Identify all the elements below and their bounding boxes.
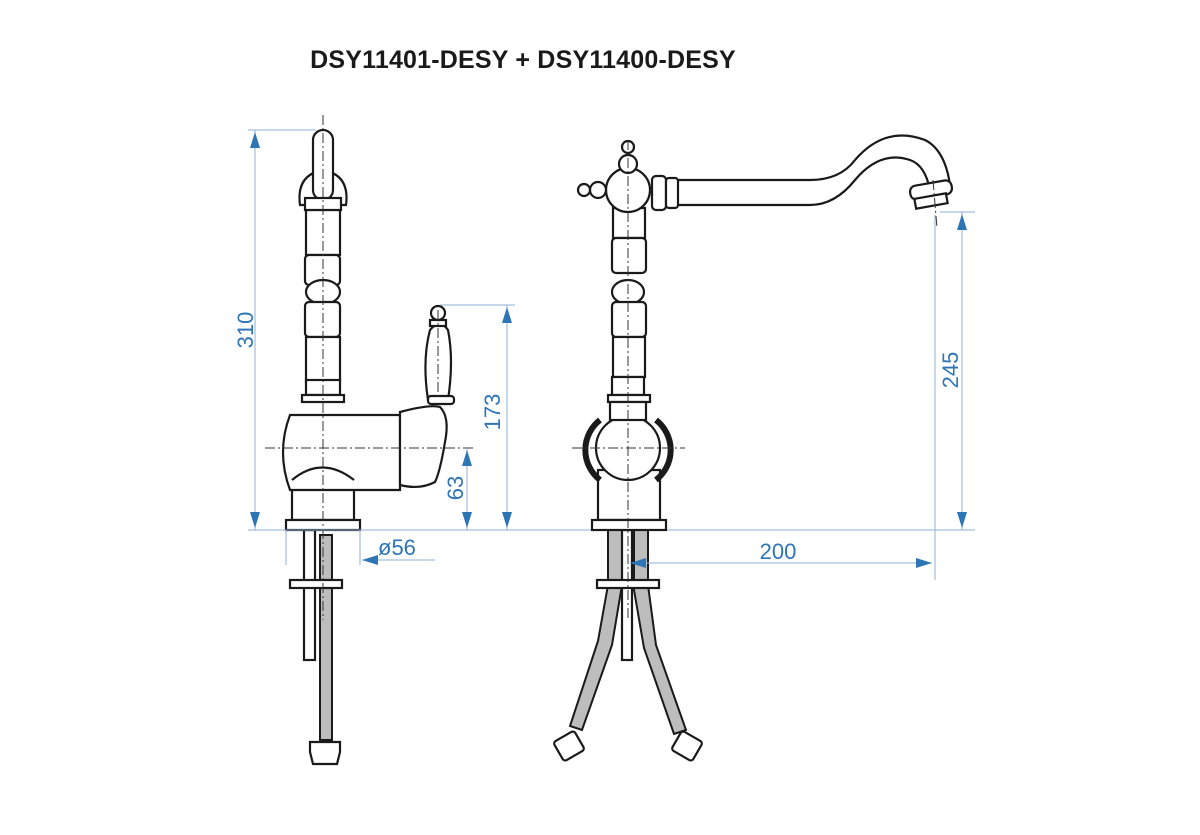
dim-200: 200 <box>760 539 797 564</box>
hose-nut-left <box>553 730 585 762</box>
dim-173: 173 <box>480 394 505 431</box>
hose-nut-right <box>671 730 703 762</box>
base-plate <box>590 518 668 532</box>
dim-diameter-56: ø56 <box>378 535 416 560</box>
side-knob <box>588 180 608 200</box>
handle-base <box>398 405 448 489</box>
flex-hose <box>319 534 333 741</box>
right-faucet-front-view <box>553 134 954 762</box>
hose-nut <box>308 740 342 766</box>
dim-310: 310 <box>233 312 258 349</box>
left-faucet-side-view <box>265 115 475 766</box>
spout <box>673 134 952 207</box>
flex-hose-left <box>568 529 623 732</box>
threaded-rod <box>302 528 317 662</box>
threaded-rod <box>620 528 634 662</box>
right-dimensions: 245 200 <box>630 211 975 580</box>
dim-63: 63 <box>443 476 468 500</box>
mounting-washer <box>288 578 344 590</box>
drawing-title: DSY11401-DESY + DSY11400-DESY <box>310 46 736 74</box>
dim-245: 245 <box>938 352 963 389</box>
